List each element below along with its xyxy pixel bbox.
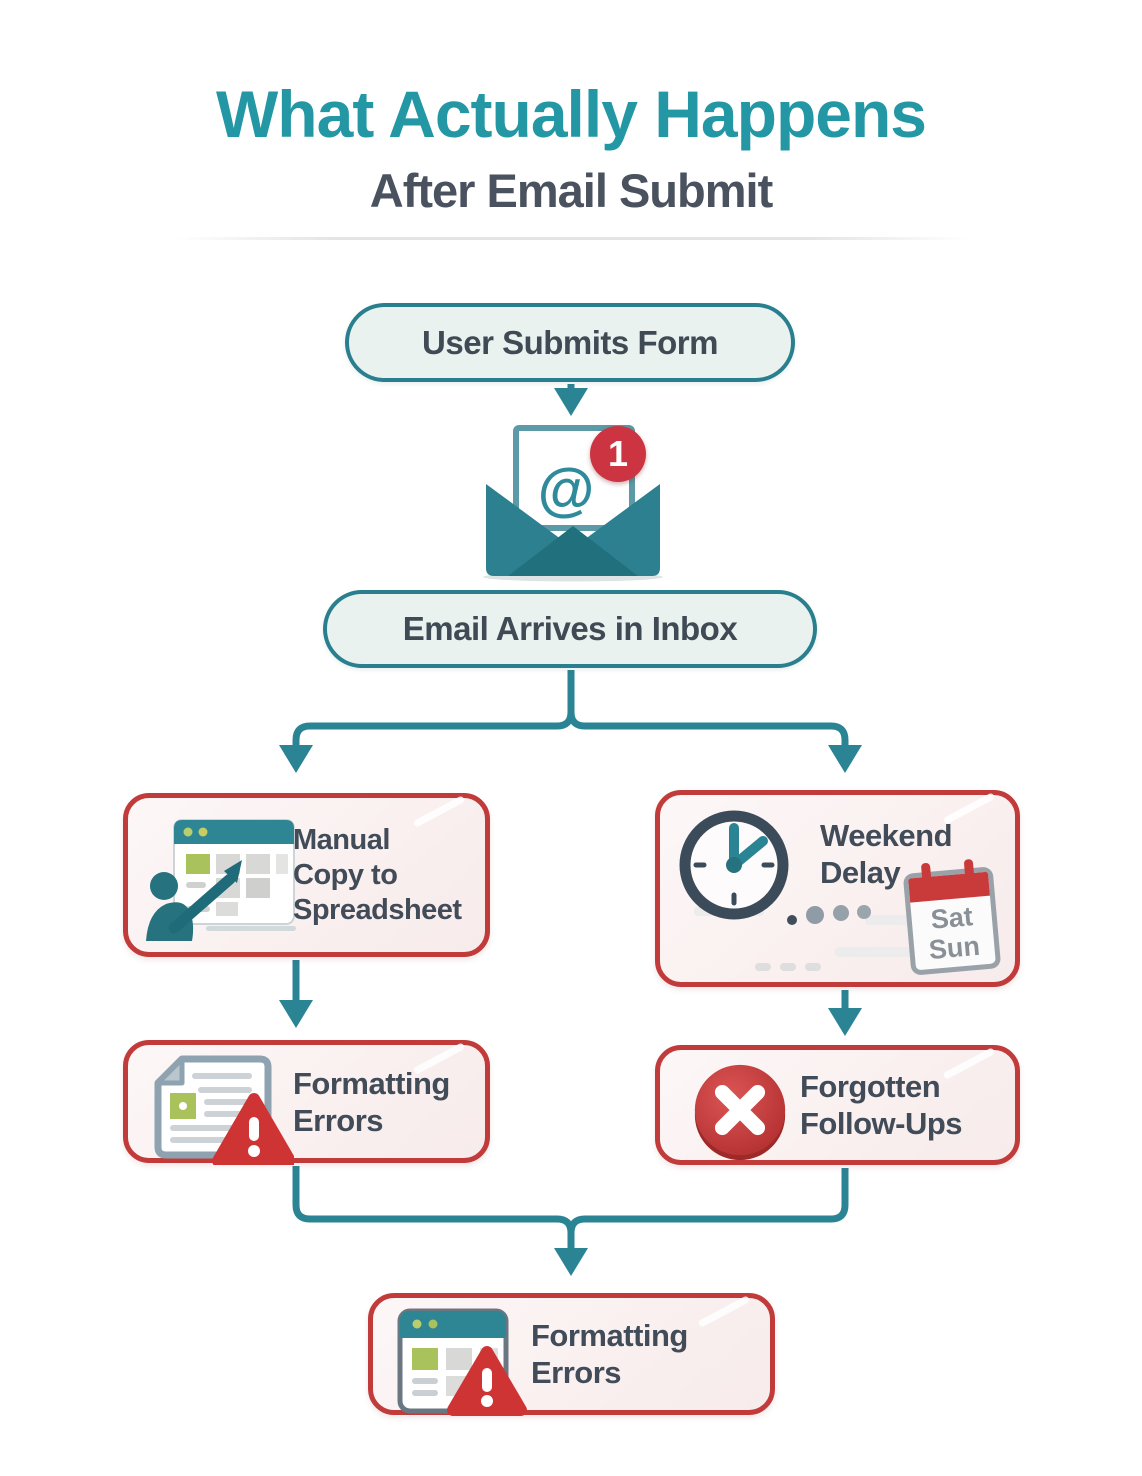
- node-user-submits-form: User Submits Form: [345, 303, 795, 382]
- node-weekend-delay: Weekend Delay Sat Sun: [655, 790, 1020, 987]
- node-label: Weekend Delay: [820, 818, 953, 891]
- node-label: Forgotten Follow-Ups: [800, 1068, 963, 1141]
- branch-inbox-to-weekend: [567, 670, 862, 773]
- calendar-peg: [963, 858, 975, 878]
- motion-line: [835, 947, 945, 957]
- node-label: Manual Copy to Spreadsheet: [293, 823, 462, 926]
- at-symbol: @: [537, 457, 595, 522]
- unread-count-badge: 1: [590, 426, 646, 482]
- page-title: What Actually Happens: [216, 77, 927, 151]
- merge-formatting-to-final: [292, 1166, 588, 1276]
- node-forgotten-follow-ups: Forgotten Follow-Ups: [655, 1045, 1020, 1165]
- browser-warning-icon: [397, 1308, 527, 1416]
- page-subtitle: After Email Submit: [369, 164, 773, 217]
- node-email-arrives-in-inbox: Email Arrives in Inbox: [323, 590, 817, 668]
- error-x-icon: [694, 1064, 786, 1161]
- node-label: Formatting Errors: [531, 1317, 688, 1390]
- branch-inbox-to-manual: [279, 670, 575, 773]
- motion-dash: [805, 963, 821, 971]
- person-spreadsheet-icon: [146, 819, 296, 941]
- merge-followups-to-final: [567, 1168, 849, 1234]
- document-warning-icon: [154, 1055, 294, 1165]
- header-divider: [175, 237, 970, 240]
- clock-icon: [679, 810, 871, 925]
- node-label: Formatting Errors: [293, 1065, 450, 1138]
- node-formatting-errors-left: Formatting Errors: [123, 1040, 490, 1165]
- calendar-peg: [920, 862, 932, 882]
- motion-dash: [780, 963, 796, 971]
- new-email-envelope-icon: @ 1: [478, 424, 668, 584]
- motion-dash: [755, 963, 771, 971]
- node-label: User Submits Form: [422, 323, 718, 361]
- node-formatting-errors-final: Formatting Errors: [368, 1293, 775, 1416]
- weekend-calendar-icon: Sat Sun: [902, 858, 1002, 976]
- node-label: Email Arrives in Inbox: [402, 610, 738, 647]
- node-manual-copy-to-spreadsheet: Manual Copy to Spreadsheet: [123, 793, 490, 957]
- calendar-days: Sat Sun: [927, 901, 982, 966]
